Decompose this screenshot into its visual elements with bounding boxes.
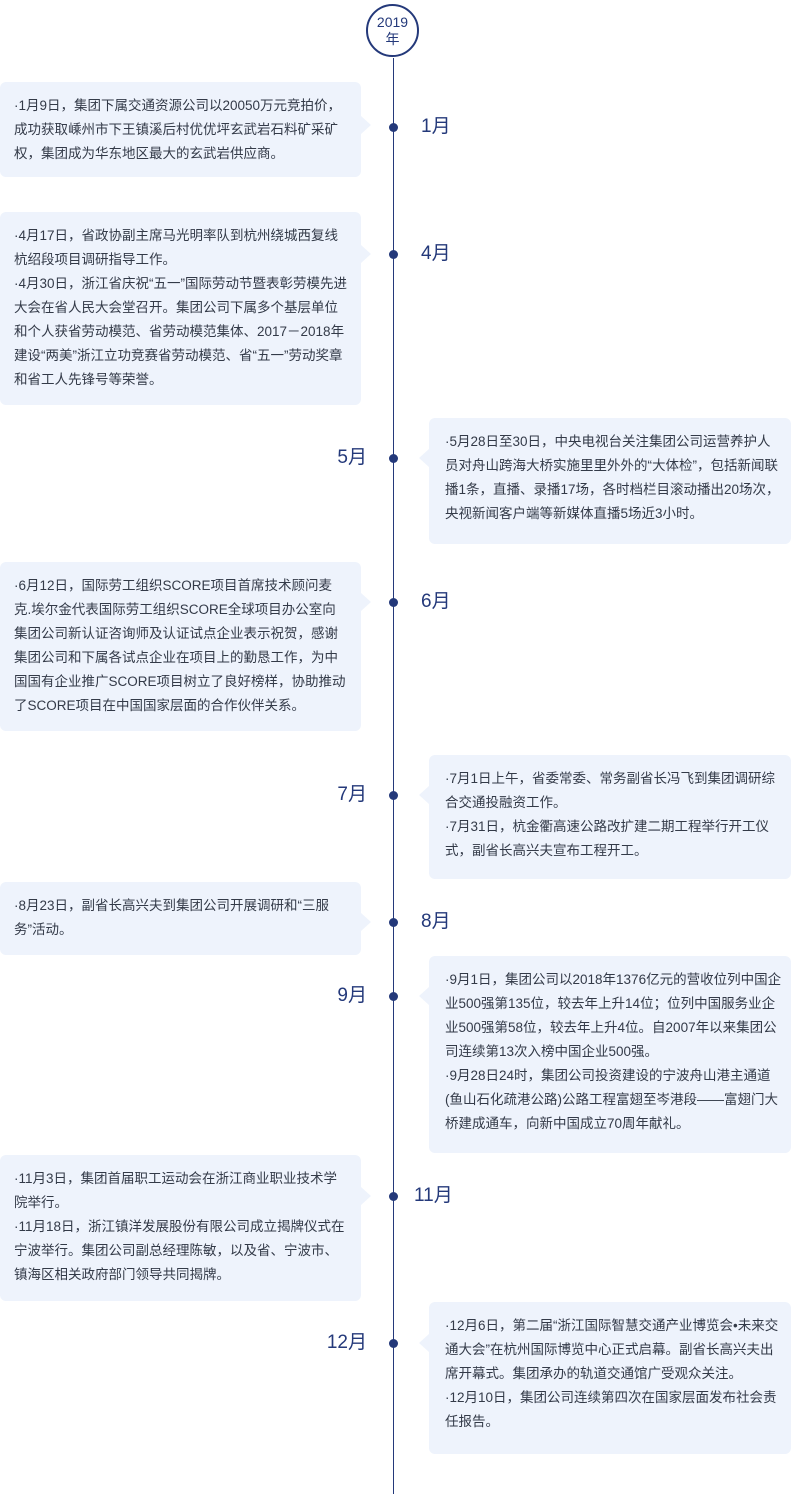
- timeline-dot-sep: [389, 992, 398, 1001]
- event-text: ·7月1日上午，省委常委、常务副省长冯飞到集团调研综合交通投融资工作。: [445, 771, 776, 810]
- month-label-dec: 12月: [326, 1332, 367, 1353]
- month-label-jul: 7月: [337, 784, 367, 805]
- event-card-jul: ·7月1日上午，省委常委、常务副省长冯飞到集团调研综合交通投融资工作。 ·7月3…: [419, 755, 791, 879]
- event-text: ·9月28日24时，集团公司投资建设的宁波舟山港主通道(鱼山石化疏港公路)公路工…: [445, 1068, 778, 1131]
- month-label-jan: 1月: [421, 116, 451, 137]
- month-label-jun: 6月: [421, 591, 451, 612]
- month-label-apr: 4月: [421, 243, 451, 264]
- event-card-may: ·5月28日至30日，中央电视台关注集团公司运营养护人员对舟山跨海大桥实施里里外…: [419, 418, 791, 544]
- timeline-dot-jan: [389, 123, 398, 132]
- month-label-nov: 11月: [414, 1185, 453, 1206]
- event-text: ·5月28日至30日，中央电视台关注集团公司运营养护人员对舟山跨海大桥实施里里外…: [445, 434, 780, 521]
- event-card-sep: ·9月1日，集团公司以2018年1376亿元的营收位列中国企业500强第135位…: [419, 956, 791, 1153]
- month-label-may: 5月: [337, 447, 367, 468]
- year-badge: 2019 年: [366, 4, 419, 57]
- event-text: ·11月18日，浙江镇洋发展股份有限公司成立揭牌仪式在宁波举行。集团公司副总经理…: [14, 1219, 345, 1282]
- event-text: ·7月31日，杭金衢高速公路改扩建二期工程举行开工仪式，副省长高兴夫宣布工程开工…: [445, 819, 770, 858]
- event-text: ·4月17日，省政协副主席马光明率队到杭州绕城西复线杭绍段项目调研指导工作。: [14, 228, 339, 267]
- timeline-dot-jul: [389, 791, 398, 800]
- timeline-dot-aug: [389, 918, 398, 927]
- year-number: 2019: [376, 14, 409, 30]
- event-card-jan: ·1月9日，集团下属交通资源公司以20050万元竞拍价，成功获取嵊州市下王镇溪后…: [0, 82, 371, 177]
- event-text: ·8月23日，副省长高兴夫到集团公司开展调研和“三服务”活动。: [14, 898, 330, 937]
- month-label-aug: 8月: [421, 911, 451, 932]
- event-text: ·6月12日，国际劳工组织SCORE项目首席技术顾问麦克.埃尔金代表国际劳工组织…: [14, 578, 346, 713]
- event-card-dec: ·12月6日，第二届“浙江国际智慧交通产业博览会•未来交通大会”在杭州国际博览中…: [419, 1302, 791, 1454]
- event-card-nov: ·11月3日，集团首届职工运动会在浙江商业职业技术学院举行。 ·11月18日，浙…: [0, 1155, 371, 1301]
- event-text: ·1月9日，集团下属交通资源公司以20050万元竞拍价，成功获取嵊州市下王镇溪后…: [14, 98, 342, 161]
- event-text: ·12月10日，集团公司连续第四次在国家层面发布社会责任报告。: [445, 1390, 777, 1429]
- timeline-dot-jun: [389, 598, 398, 607]
- month-label-sep: 9月: [337, 985, 367, 1006]
- event-card-apr: ·4月17日，省政协副主席马光明率队到杭州绕城西复线杭绍段项目调研指导工作。 ·…: [0, 212, 371, 405]
- timeline-dot-dec: [389, 1339, 398, 1348]
- timeline-dot-apr: [389, 250, 398, 259]
- timeline-dot-nov: [389, 1192, 398, 1201]
- event-text: ·9月1日，集团公司以2018年1376亿元的营收位列中国企业500强第135位…: [445, 972, 782, 1059]
- timeline-dot-may: [389, 454, 398, 463]
- timeline-axis: [393, 58, 394, 1494]
- event-card-jun: ·6月12日，国际劳工组织SCORE项目首席技术顾问麦克.埃尔金代表国际劳工组织…: [0, 562, 371, 731]
- event-card-aug: ·8月23日，副省长高兴夫到集团公司开展调研和“三服务”活动。: [0, 882, 371, 955]
- year-unit: 年: [385, 31, 400, 47]
- event-text: ·4月30日，浙江省庆祝“五一”国际劳动节暨表彰劳模先进大会在省人民大会堂召开。…: [14, 276, 348, 387]
- event-text: ·11月3日，集团首届职工运动会在浙江商业职业技术学院举行。: [14, 1171, 338, 1210]
- event-text: ·12月6日，第二届“浙江国际智慧交通产业博览会•未来交通大会”在杭州国际博览中…: [445, 1318, 779, 1381]
